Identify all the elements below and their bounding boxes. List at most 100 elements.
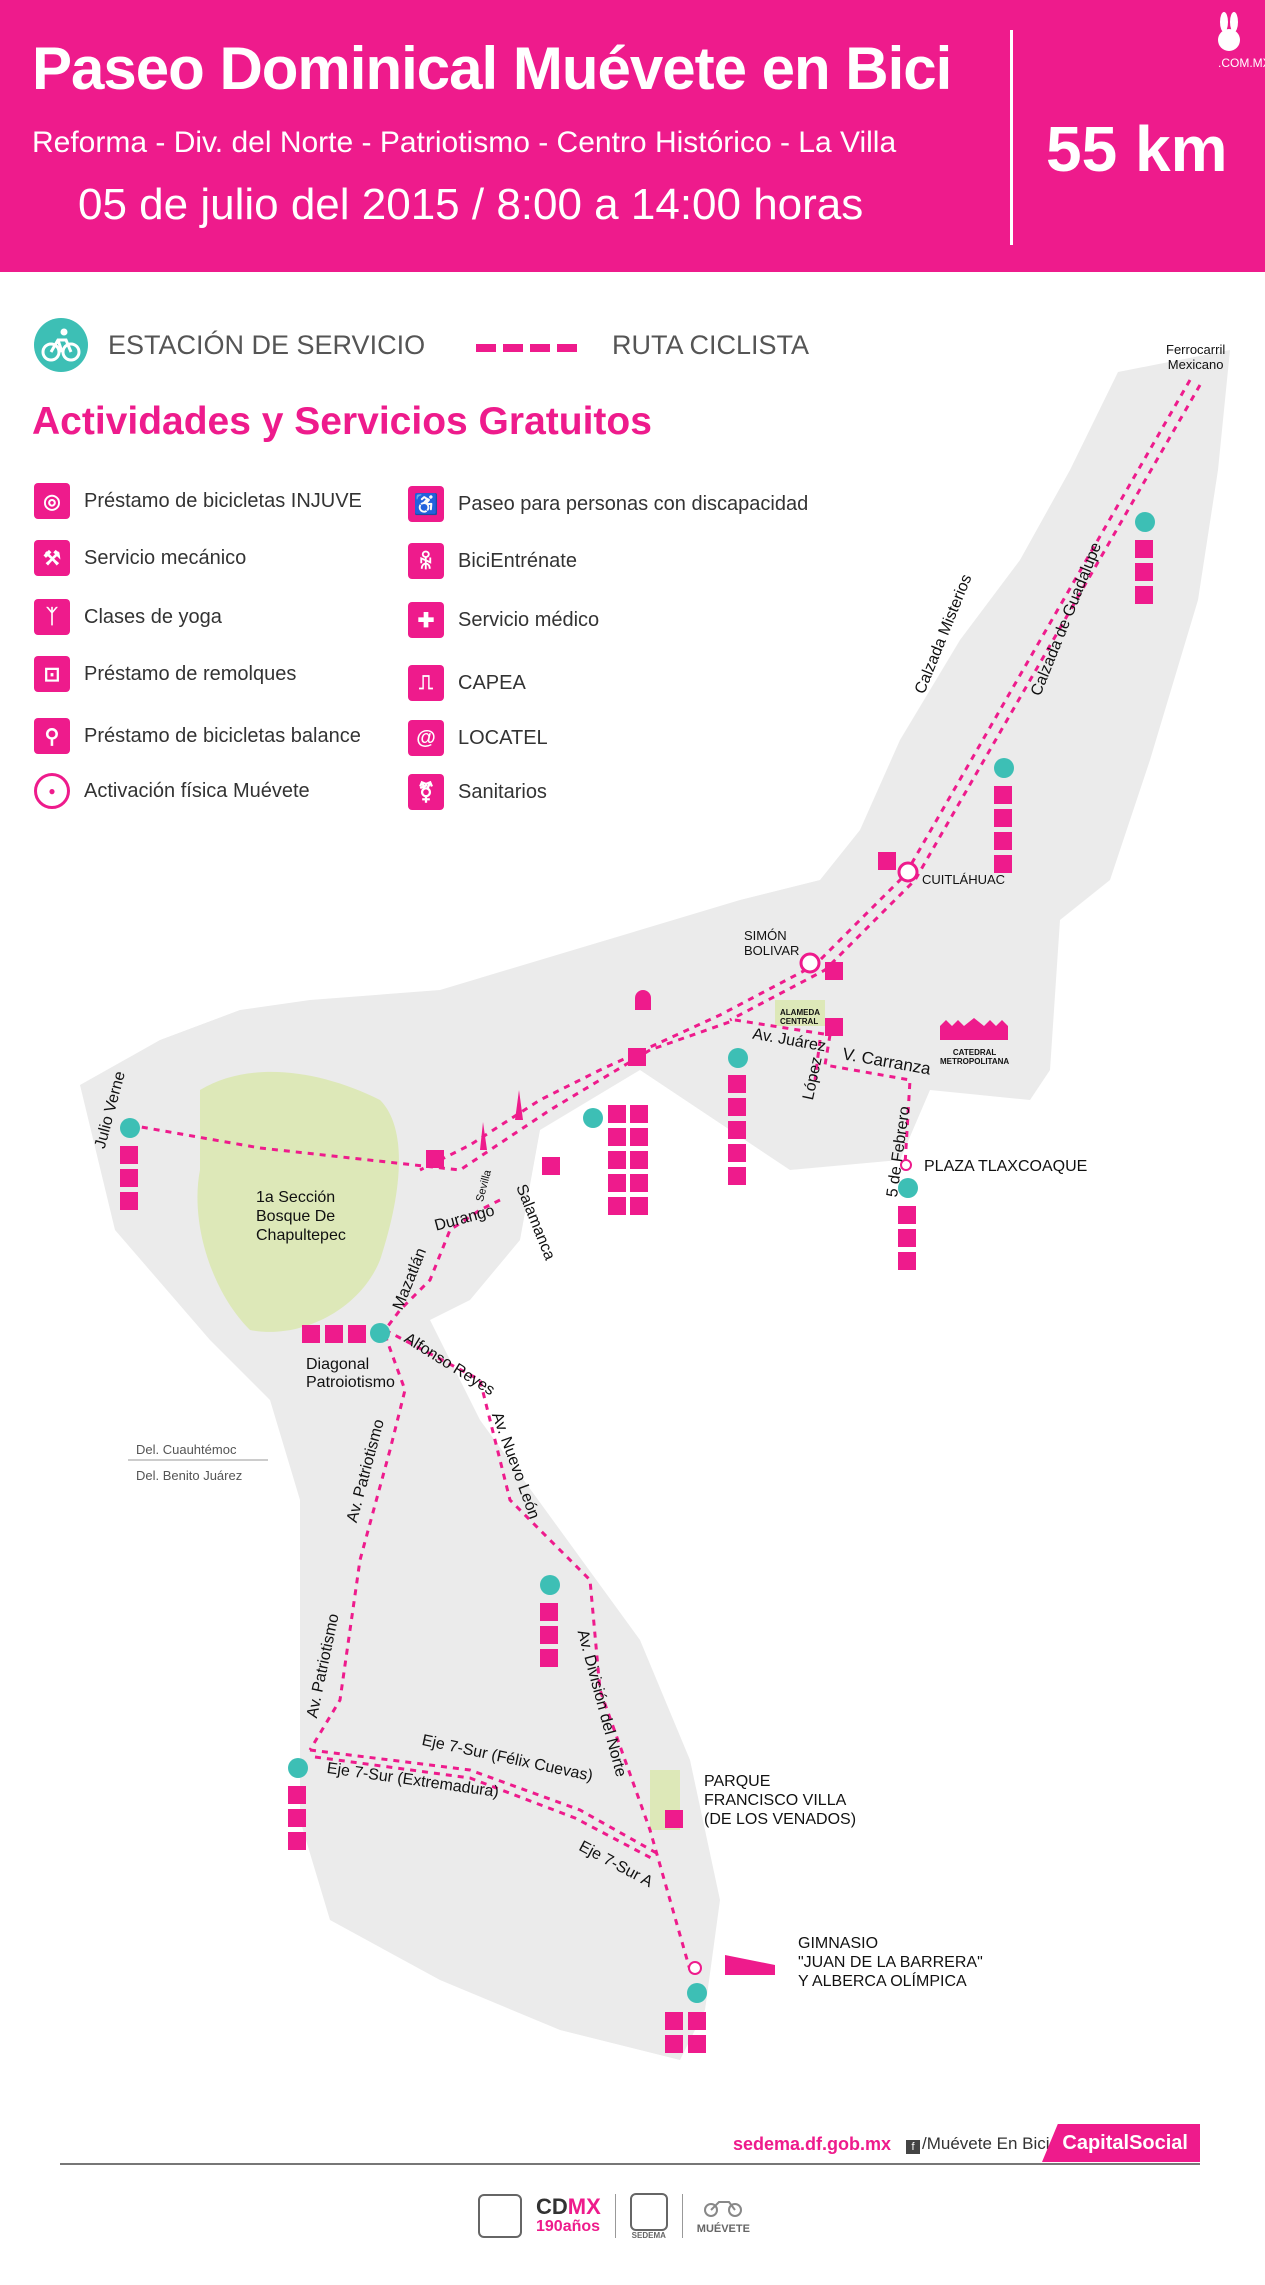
station-marker [1135,512,1155,532]
sedema-logo: SEDEMA [629,2192,668,2240]
service-icon [630,1151,648,1169]
service-icon [540,1603,558,1621]
service-icon [898,1229,916,1247]
service-icon [1135,540,1153,558]
gimnasio-marker [688,1961,702,1975]
label-del-cuauhtemoc: Del. Cuauhtémoc [136,1442,237,1457]
station-marker [288,1758,308,1778]
service-item: ● Activación física Muévete [34,773,310,809]
label-plaza-tlaxcoaque: PLAZA TLAXCOAQUE [924,1158,1088,1175]
service-item: @ LOCATEL [408,720,548,756]
service-icon [630,1105,648,1123]
service-item: ✚ Servicio médico [408,602,599,638]
trailer-icon: ⊡ [34,656,70,692]
wrench-icon: ⚒ [34,540,70,576]
service-item: ♿ Paseo para personas con discapacidad [408,486,808,522]
website-link[interactable]: sedema.df.gob.mx [733,2134,892,2154]
service-icon [608,1197,626,1215]
locatel-icon: @ [408,720,444,756]
cyclists-icon: ꆜ [408,543,444,579]
cuitlahuac-marker [897,861,919,883]
service-icon [878,852,896,870]
service-icon [542,1157,560,1175]
bike-icon [704,2200,743,2217]
cathedral-icon [940,1018,1008,1040]
park-alameda [775,1000,825,1026]
service-icon [608,1151,626,1169]
service-icon [728,1121,746,1139]
label-del-benito-juarez: Del. Benito Juárez [136,1468,243,1483]
medical-cross-icon: ✚ [408,602,444,638]
service-icon [325,1325,343,1343]
service-icon [1135,563,1153,581]
service-icon [288,1809,306,1827]
service-icon [688,2035,706,2053]
route-patriotismo [308,1334,407,1751]
service-icon [630,1174,648,1192]
legend-route-label: RUTA CICLISTA [612,330,810,360]
route-salamanca [383,1198,501,1331]
park-chapultepec [197,1071,399,1332]
restroom-icon: ⚧ [408,774,444,810]
cdmx-logo: CDMX 190años [536,2194,601,2236]
service-icon [288,1832,306,1850]
rabbit-logo-icon [1218,12,1240,51]
muevete-logo: MUÉVETE [697,2198,750,2235]
angel-monument-icon [515,1090,523,1120]
facebook-link[interactable]: f/Muévete En Bici [906,2134,1050,2154]
service-icon [120,1169,138,1187]
footer-logos: CDMX 190años SEDEMA MUÉVETE [478,2188,750,2244]
balance-bike-icon: ⚲ [34,718,70,754]
service-icon [665,2012,683,2030]
service-item: ⎍ CAPEA [408,665,526,701]
route-la-villa-a [419,379,1192,1172]
route-reforma [129,1018,736,1172]
station-marker [898,1178,918,1198]
station-marker [540,1575,560,1595]
service-icon [540,1626,558,1644]
service-icon [1135,586,1153,604]
logo-separator [681,2194,683,2238]
service-icon [728,1144,746,1162]
service-icon [728,1075,746,1093]
route-eje7 [309,1748,661,1857]
service-icon [994,786,1012,804]
muevete-icon: ● [34,773,70,809]
service-icon [120,1192,138,1210]
service-item: ⚧ Sanitarios [408,774,547,810]
activities-title: Actividades y Servicios Gratuitos [32,400,652,443]
service-item: ⚲ Préstamo de bicicletas balance [34,718,361,754]
service-item: ⊡ Préstamo de remolques [34,656,296,692]
header-banner: Paseo Dominical Muévete en Bici Reforma … [0,0,1265,272]
service-icon [825,1018,843,1036]
route-carranza [734,1018,912,1166]
label-gimnasio: GIMNASIO"JUAN DE LA BARRERA"Y ALBERCA OL… [798,1935,983,1990]
facebook-icon: f [906,2140,920,2154]
service-icon [898,1252,916,1270]
route-subtitle: Reforma - Div. del Norte - Patriotismo -… [32,126,897,159]
service-icon [348,1325,366,1343]
yoga-icon: ᛉ [34,599,70,635]
city-area [80,350,1230,2060]
monument-icon [635,990,651,1010]
service-icon [608,1174,626,1192]
service-item: ꆜ BiciEntrénate [408,543,577,579]
station-marker [728,1048,748,1068]
station-marker [687,1983,707,2003]
diana-monument-icon [480,1122,487,1150]
service-icon [608,1105,626,1123]
service-icon [825,962,843,980]
simon-bolivar-marker [799,952,821,974]
station-marker [994,758,1014,778]
service-item: ⚒ Servicio mecánico [34,540,246,576]
station-marker [583,1108,603,1128]
service-icon [665,2035,683,2053]
service-icon [994,809,1012,827]
label-cuitlahuac: CUITLÁHUAC [922,872,1006,887]
service-item: ◎ Préstamo de bicicletas INJUVE [34,483,362,519]
